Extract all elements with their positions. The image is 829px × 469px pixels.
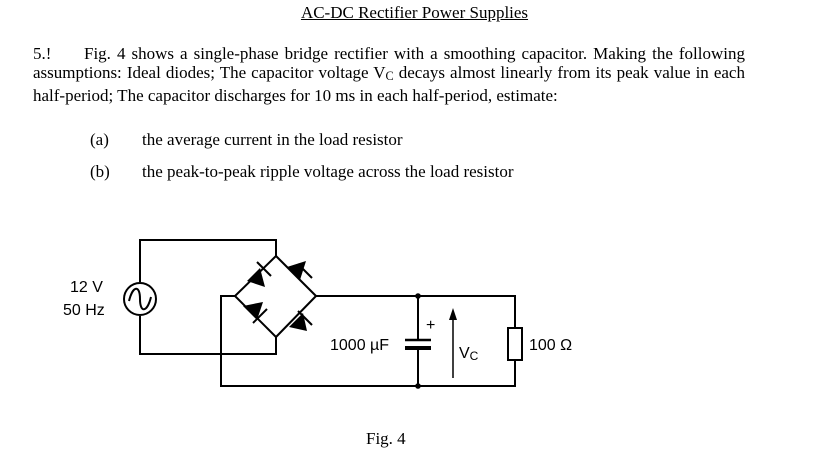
resistor-value-label: 100 Ω	[529, 337, 572, 354]
document-title: AC-DC Rectifier Power Supplies	[300, 3, 529, 22]
capacitor-value-label: 1000 µF	[330, 337, 389, 354]
item-text: the average current in the load resistor	[142, 130, 403, 149]
problem-number: 5.!	[33, 44, 52, 63]
bridge-edge	[275, 295, 317, 338]
question-item-b: (b) the peak-to-peak ripple voltage acros…	[90, 162, 514, 182]
item-text: the peak-to-peak ripple voltage across t…	[142, 162, 514, 181]
problem-text-part-1: Fig. 4 shows a single-phase bridge recti…	[33, 44, 745, 82]
voltage-arrow-icon	[449, 308, 457, 378]
source-voltage-label: 12 V	[70, 279, 103, 296]
diodes	[243, 261, 313, 331]
figure-caption: Fig. 4	[366, 429, 406, 448]
voltage-symbol: V	[459, 345, 470, 362]
capacitor-polarity-label: +	[426, 317, 435, 334]
question-item-a: (a) the average current in the load resis…	[90, 130, 403, 150]
item-label: (a)	[90, 130, 109, 149]
circuit-wires	[139, 239, 516, 387]
source-frequency-label: 50 Hz	[63, 302, 105, 319]
junction-dot	[415, 383, 421, 389]
diode-icon	[247, 261, 272, 287]
wire-negative-rail	[220, 295, 516, 387]
junction-dots	[415, 293, 421, 389]
voltage-subscript: C	[470, 349, 479, 363]
diode-icon	[287, 261, 313, 280]
wire-source-bottom	[139, 316, 277, 355]
capacitor-icon	[405, 338, 431, 350]
problem-statement: 5.!Fig. 4 shows a single-phase bridge re…	[33, 44, 745, 105]
wire-source-top	[139, 239, 277, 282]
resistor-icon	[507, 327, 523, 361]
problem-subscript: C	[385, 68, 394, 83]
wire-positive-rail	[316, 295, 516, 328]
junction-dot	[415, 293, 421, 299]
ac-source-icon	[123, 282, 157, 316]
diode-icon	[289, 310, 313, 331]
diode-icon	[243, 302, 268, 324]
problem-text-part-2: decays almost linearly from its peak val…	[33, 63, 745, 105]
capacitor-voltage-label: VC	[459, 345, 479, 363]
item-label: (b)	[90, 162, 110, 181]
